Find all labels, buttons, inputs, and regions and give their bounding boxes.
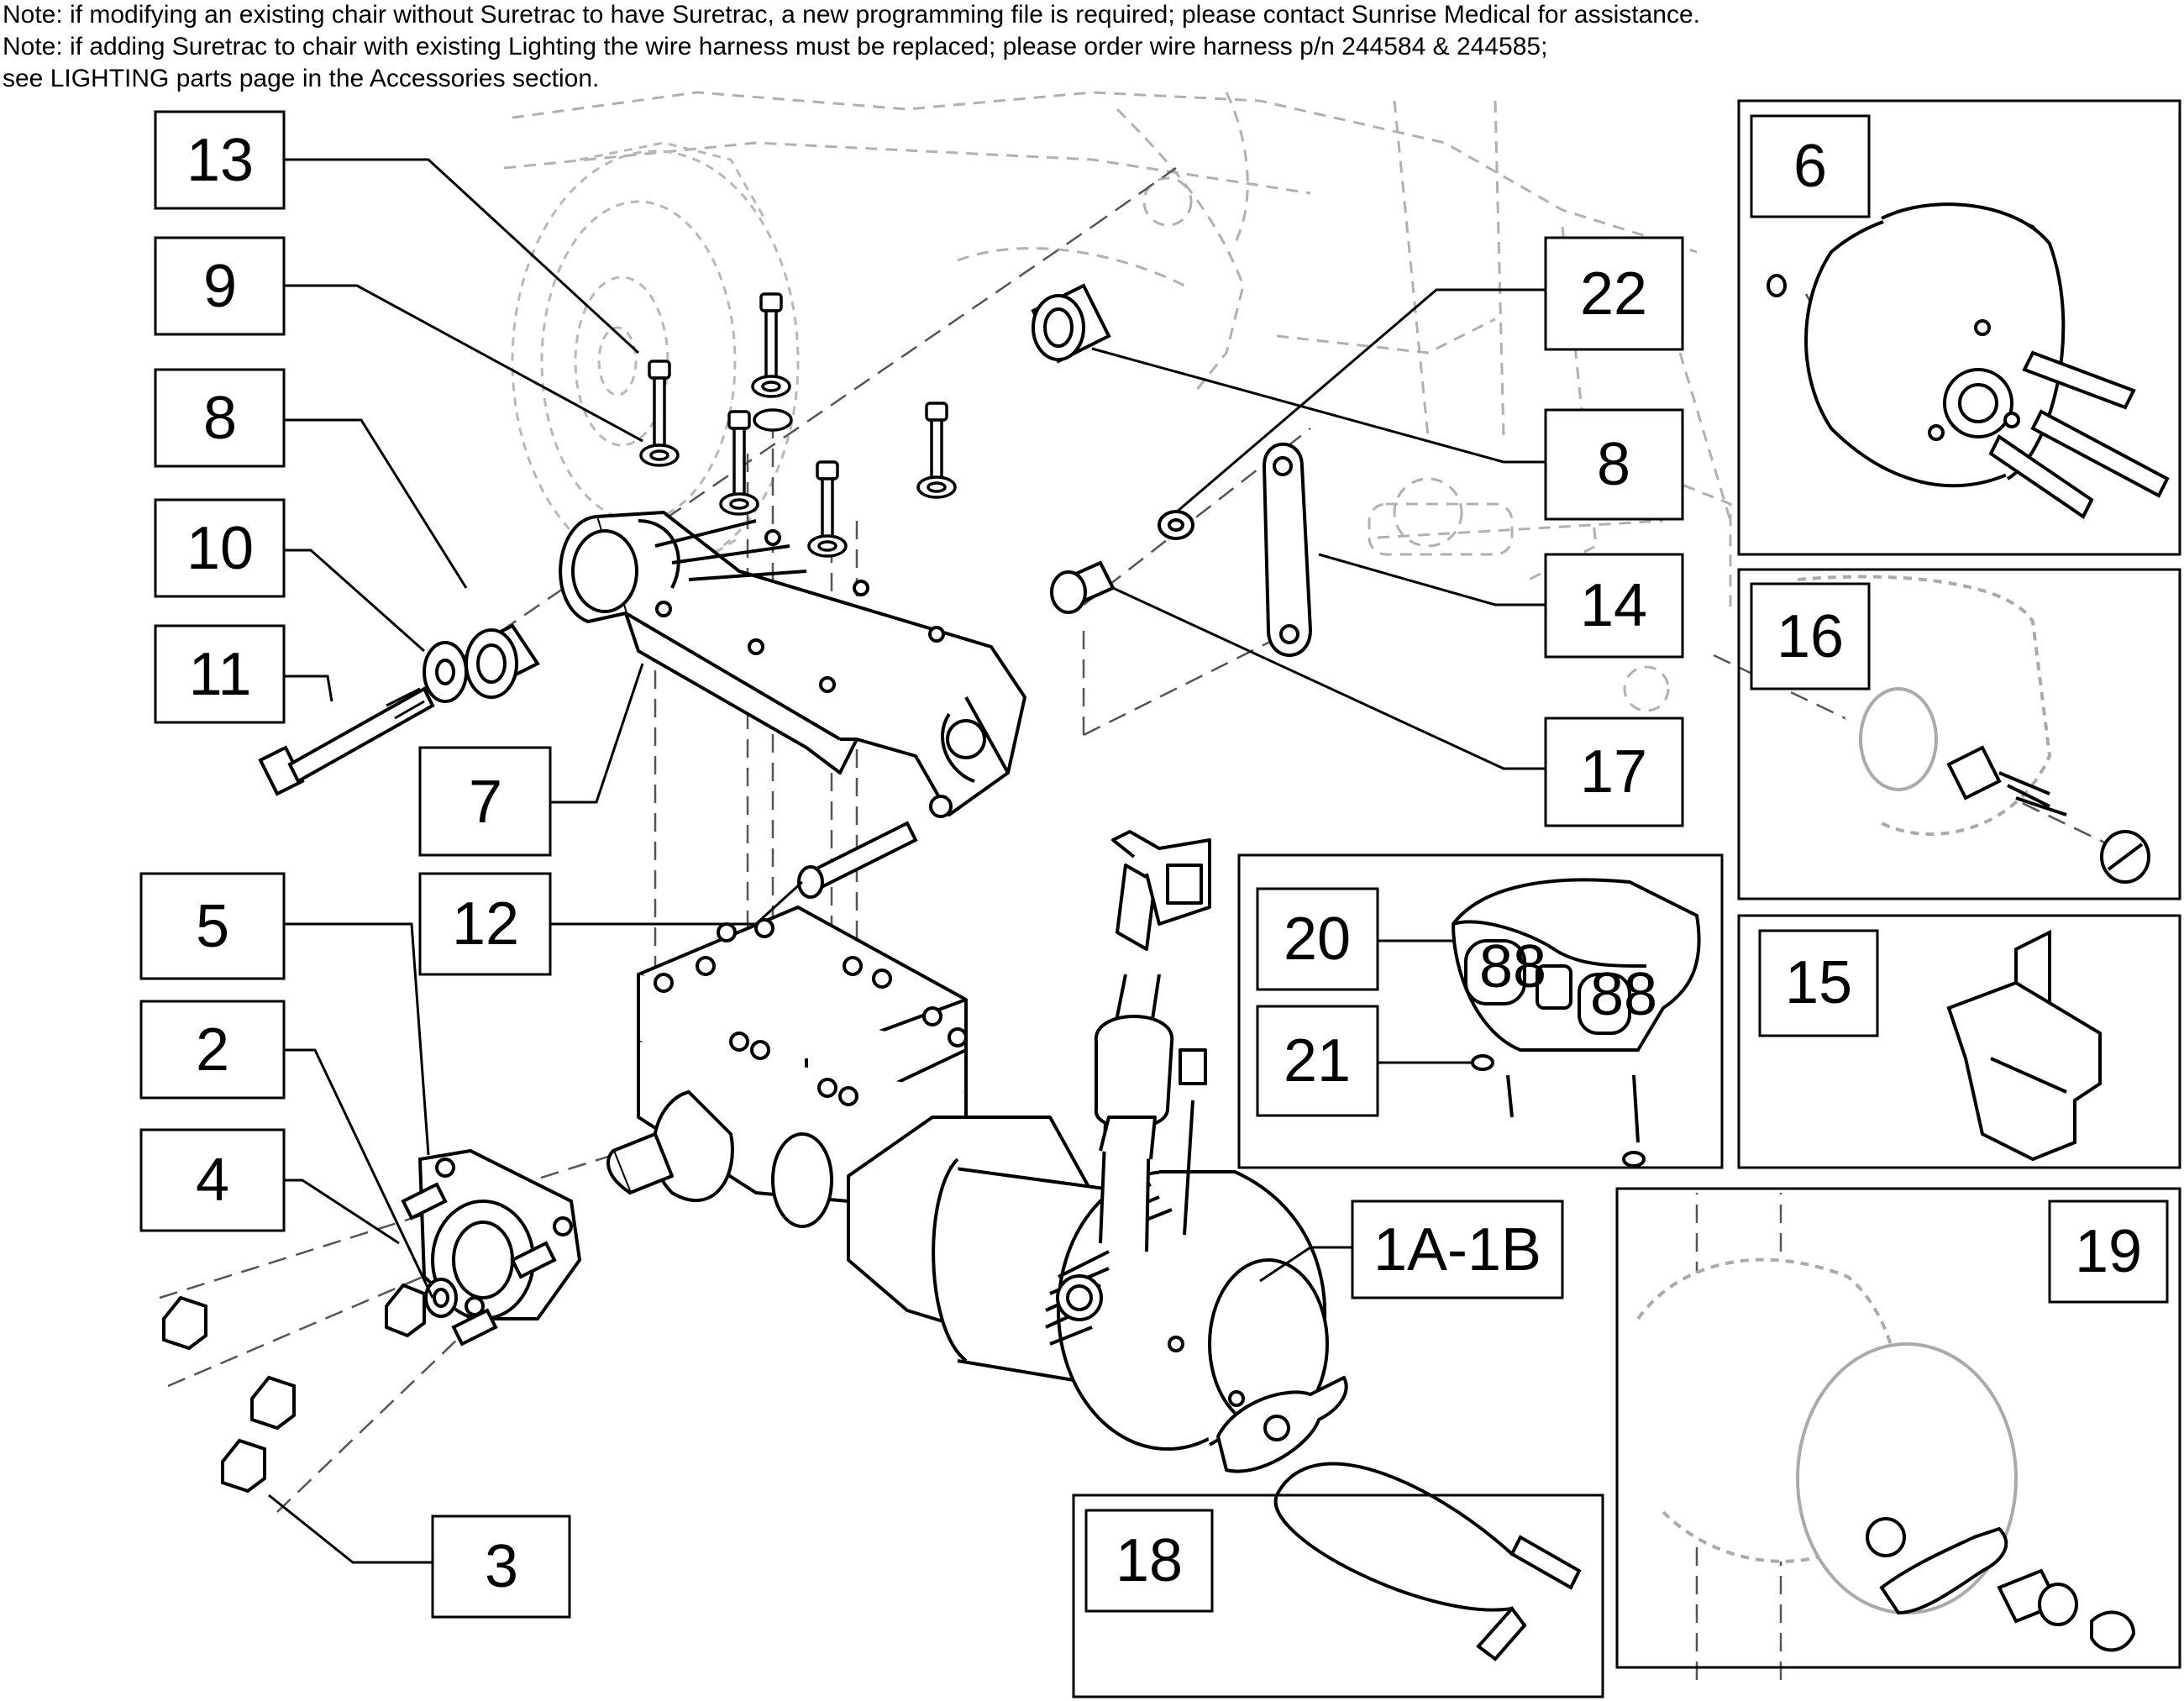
callout-13: 13: [186, 127, 254, 194]
callout-9: 9: [203, 253, 237, 320]
note-lighting-page: see LIGHTING parts page in the Accessori…: [3, 65, 600, 92]
bushing-top: [1031, 283, 1111, 364]
callout-20: 20: [1284, 906, 1351, 973]
callout-12: 12: [452, 890, 519, 958]
detail-brake-release: [1636, 1257, 2136, 1652]
callout-2: 2: [196, 1016, 229, 1084]
callout-5: 5: [196, 893, 229, 960]
link-plate-assembly: [1050, 442, 1313, 657]
motor: [847, 830, 1348, 1473]
pivot-bolt-assembly: [258, 623, 540, 796]
callout-18: 18: [1116, 1527, 1183, 1594]
callout-15: 15: [1785, 949, 1852, 1016]
detail-harness-cable: [1273, 1462, 1582, 1662]
hub-flange-assembly: [162, 1148, 582, 1494]
detail-brake-cover: [1767, 202, 2170, 519]
leader-lines: [268, 158, 1546, 1564]
callout-boxes: [139, 110, 2169, 1619]
detail-cable-clamp: [1946, 929, 2102, 1162]
controller-display-right: 88: [1590, 961, 1657, 1028]
callout-8-left: 8: [203, 385, 237, 452]
callout-19: 19: [2075, 1218, 2142, 1285]
callout-8-right: 8: [1597, 431, 1630, 498]
callout-4: 4: [196, 1147, 229, 1214]
callout-17: 17: [1580, 738, 1647, 806]
mounting-bolts: [639, 292, 957, 558]
callout-14: 14: [1580, 572, 1647, 639]
callout-21: 21: [1284, 1027, 1351, 1095]
callout-16: 16: [1777, 603, 1844, 670]
note-programming-file: Note: if modifying an existing chair wit…: [3, 1, 1700, 29]
detail-box-frames: [1072, 99, 2181, 1698]
callout-1a-1b: 1A-1B: [1373, 1216, 1541, 1284]
callout-3: 3: [485, 1533, 518, 1600]
callout-7: 7: [469, 769, 502, 836]
callout-11: 11: [189, 641, 252, 708]
note-wire-harness: Note: if adding Suretrac to chair with e…: [3, 33, 1548, 60]
bolt-12: [797, 821, 918, 899]
detail-suretrac-controller: [1451, 878, 1701, 1168]
swing-arm-bracket: [559, 511, 1026, 818]
controller-display-left: 88: [1479, 933, 1546, 1000]
callout-10: 10: [186, 515, 254, 582]
callout-22: 22: [1580, 260, 1647, 328]
callout-6: 6: [1793, 133, 1827, 200]
